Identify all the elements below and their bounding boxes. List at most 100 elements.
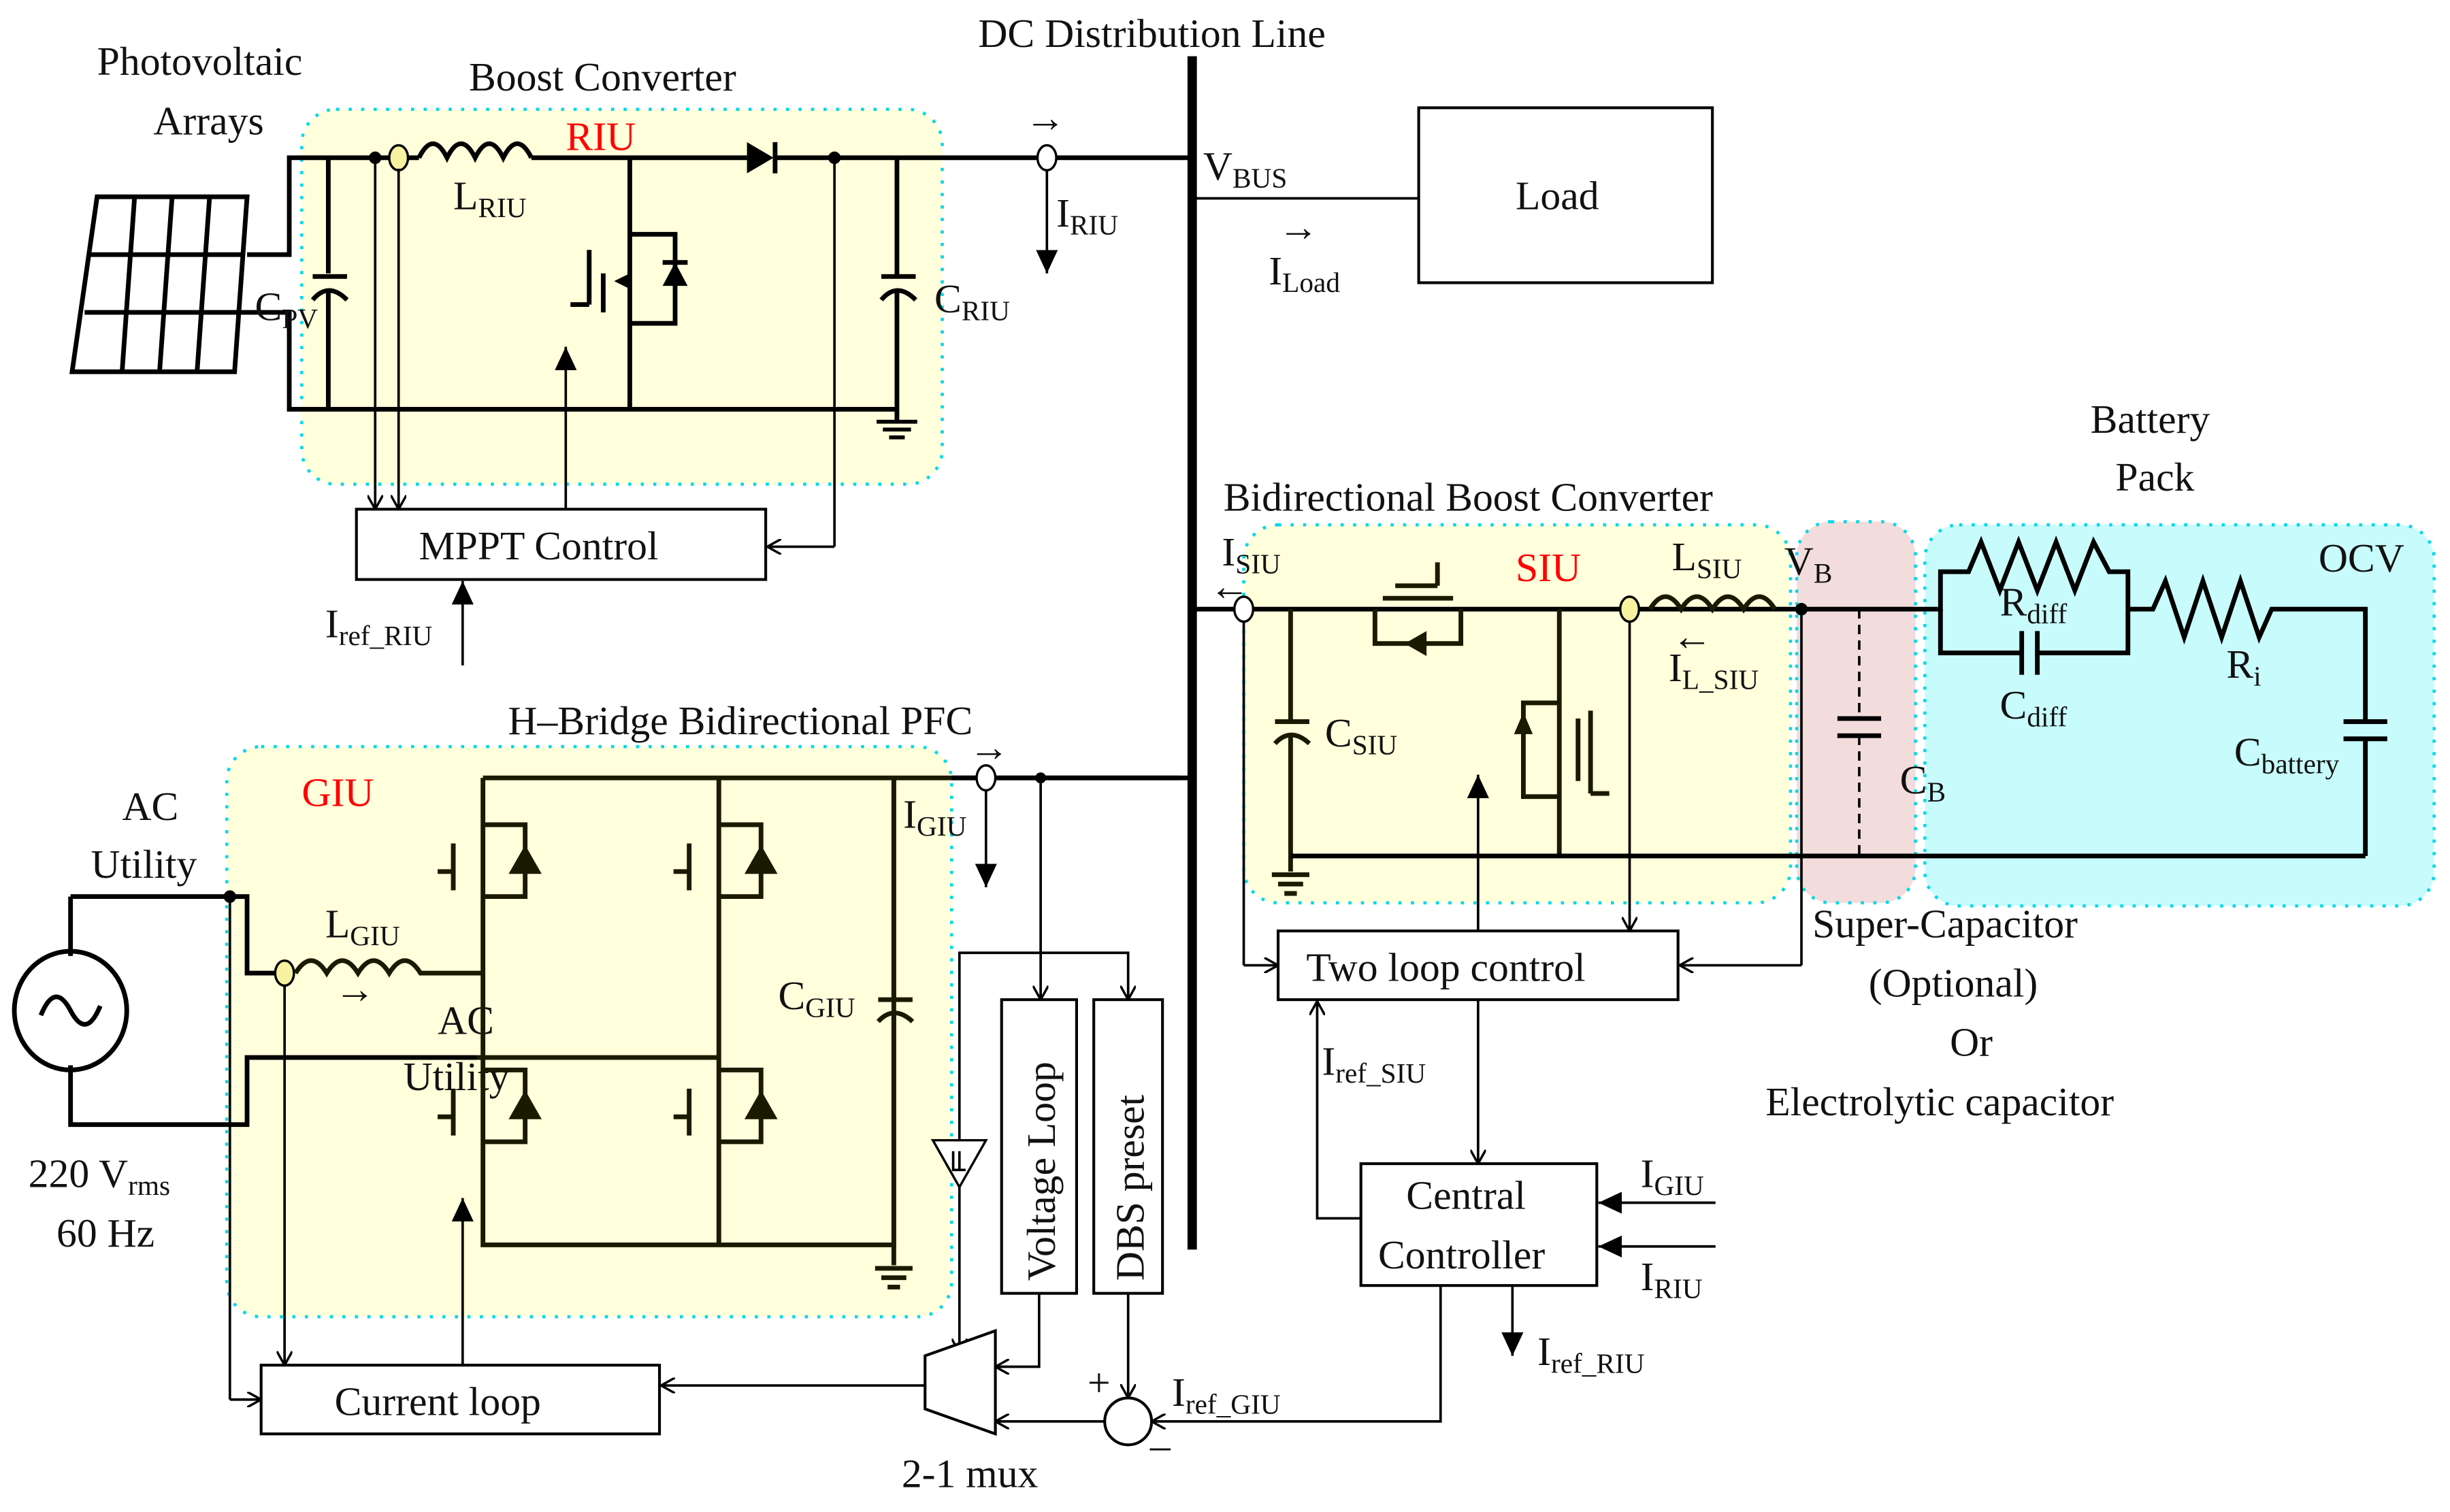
inductor-lriu xyxy=(416,141,534,163)
iref-giu-label: Iref_GIU xyxy=(1172,1370,1281,1419)
ocv-label: OCV xyxy=(2319,536,2404,580)
cpv-label: CPV xyxy=(255,284,318,334)
mosfet-h1 xyxy=(438,822,542,900)
two-loop-control-block[interactable] xyxy=(1276,930,1680,1002)
riu-unit-label: RIU xyxy=(566,114,636,159)
boost-converter-label: Boost Converter xyxy=(469,54,736,99)
voltage-loop-label: Voltage Loop xyxy=(1019,1062,1064,1281)
igiu-label: IGIU xyxy=(903,792,966,842)
cdiff-label: Cdiff xyxy=(2000,683,2068,732)
iref-riu-output-label: Iref_RIU xyxy=(1537,1329,1644,1379)
minus-sign: – xyxy=(1149,1423,1171,1468)
mosfet-siu-low xyxy=(1514,609,1610,856)
criu-label: CRIU xyxy=(934,276,1010,326)
pv-label-1: Photovoltaic xyxy=(97,39,303,84)
central-label-2: Controller xyxy=(1378,1232,1545,1277)
dbs-preset-label: DBS preset xyxy=(1108,1094,1153,1281)
rdiff-cdiff-network xyxy=(1937,535,2387,856)
ri-label: Ri xyxy=(2226,642,2261,691)
capacitor-csiu xyxy=(1273,609,1311,856)
iriu-input-label: IRIU xyxy=(1641,1254,1703,1304)
siu-unit-label: SIU xyxy=(1516,545,1581,590)
giu-unit-label: GIU xyxy=(301,770,374,815)
vbus-label: VBUS xyxy=(1203,144,1287,193)
voltage-loop-block[interactable] xyxy=(1000,998,1078,1295)
capacitor-cgiu xyxy=(876,778,915,1266)
plus-sign: + xyxy=(1088,1360,1111,1405)
svg-text:→: → xyxy=(335,967,376,1012)
lgiu-label: LGIU xyxy=(325,901,400,951)
mosfet-siu-high xyxy=(1372,562,1464,657)
mosfet-h2 xyxy=(673,822,778,900)
load-block[interactable] xyxy=(1417,106,1714,284)
iload-label: ILoad xyxy=(1269,248,1340,298)
f-source-label: 60 Hz xyxy=(56,1211,154,1255)
battery-zone xyxy=(1923,523,2436,908)
ac-utility-label-2: Utility xyxy=(91,842,197,887)
ac-source-icon xyxy=(12,894,477,1128)
capacitor-cb-optional xyxy=(1837,609,1882,856)
dbs-preset-block[interactable] xyxy=(1092,998,1164,1295)
ilsiu-label: IL_SIU xyxy=(1669,645,1759,695)
current-sensor-icon xyxy=(388,144,410,171)
v-source-label: 220 Vrms xyxy=(29,1151,170,1201)
ground-icon-siu xyxy=(1271,855,1309,896)
svg-text:→: → xyxy=(1278,205,1319,250)
pv-label-2: Arrays xyxy=(153,98,263,143)
load-label: Load xyxy=(1516,174,1599,218)
iriu-label: IRIU xyxy=(1056,191,1118,240)
svg-text:→: → xyxy=(969,725,1010,770)
mosfet-h3 xyxy=(438,1067,542,1145)
comparator-icon xyxy=(930,1138,988,1190)
csiu-label: CSIU xyxy=(1325,710,1397,760)
rdiff-label: Rdiff xyxy=(2000,579,2068,629)
siu-zone xyxy=(1242,523,1793,905)
mppt-control-label: MPPT Control xyxy=(419,523,659,568)
riu-zone xyxy=(300,108,944,486)
mux-label: 2-1 mux xyxy=(902,1451,1039,1496)
capacitor-cpv xyxy=(310,157,349,410)
current-sensor-icon xyxy=(274,959,295,987)
lsiu-label: LSIU xyxy=(1672,534,1742,584)
current-loop-label: Current loop xyxy=(335,1379,541,1424)
supercap-zone xyxy=(1795,520,1917,905)
supercap-label-3: Or xyxy=(1950,1020,1993,1065)
cbattery-label: Cbattery xyxy=(2234,729,2340,779)
battery-label-1: Battery xyxy=(2091,397,2210,442)
two-loop-control-label: Two loop control xyxy=(1306,945,1585,990)
solar-panel-icon xyxy=(69,194,250,374)
current-sensor-icon xyxy=(1619,595,1641,623)
ac-utility-label-1: AC xyxy=(122,784,178,829)
mux-2-1 xyxy=(924,1328,997,1436)
current-loop-block[interactable] xyxy=(259,1364,662,1436)
cgiu-label: CGIU xyxy=(779,973,855,1023)
svg-text:←: ← xyxy=(1672,614,1713,659)
vb-label: VB xyxy=(1784,539,1833,589)
summing-junction xyxy=(1103,1396,1154,1447)
ground-icon xyxy=(877,409,917,440)
supercap-label-1: Super-Capacitor xyxy=(1812,901,2078,946)
supercap-label-2: (Optional) xyxy=(1869,961,2038,1006)
mppt-control-block[interactable] xyxy=(355,508,768,581)
dc-line-label: DC Distribution Line xyxy=(978,11,1326,56)
inductor-lsiu xyxy=(1648,594,1777,614)
igiu-input-label: IGIU xyxy=(1641,1151,1704,1201)
iref-siu-label: Iref_SIU xyxy=(1322,1038,1426,1088)
central-controller-block[interactable] xyxy=(1359,1162,1599,1287)
central-label-1: Central xyxy=(1406,1173,1526,1218)
ground-icon-giu xyxy=(875,1266,913,1289)
lriu-label: LRIU xyxy=(453,174,527,223)
giu-zone xyxy=(225,744,953,1319)
cb-label: CB xyxy=(1900,757,1946,807)
isiu-label: ISIU xyxy=(1222,529,1280,579)
capacitor-criu xyxy=(879,157,917,410)
bidirectional-boost-label: Bidirectional Boost Converter xyxy=(1224,475,1713,520)
inductor-lgiu xyxy=(293,958,483,978)
hbridge-label: H–Bridge Bidirectional PFC xyxy=(508,698,973,743)
ac-overlap-label-2: Utility xyxy=(404,1054,510,1099)
arrow-right: → xyxy=(1025,95,1066,140)
iref-riu-input-label: Iref_RIU xyxy=(325,602,432,651)
mosfet-h4 xyxy=(673,1067,778,1145)
supercap-label-4: Electrolytic capacitor xyxy=(1765,1079,2114,1124)
